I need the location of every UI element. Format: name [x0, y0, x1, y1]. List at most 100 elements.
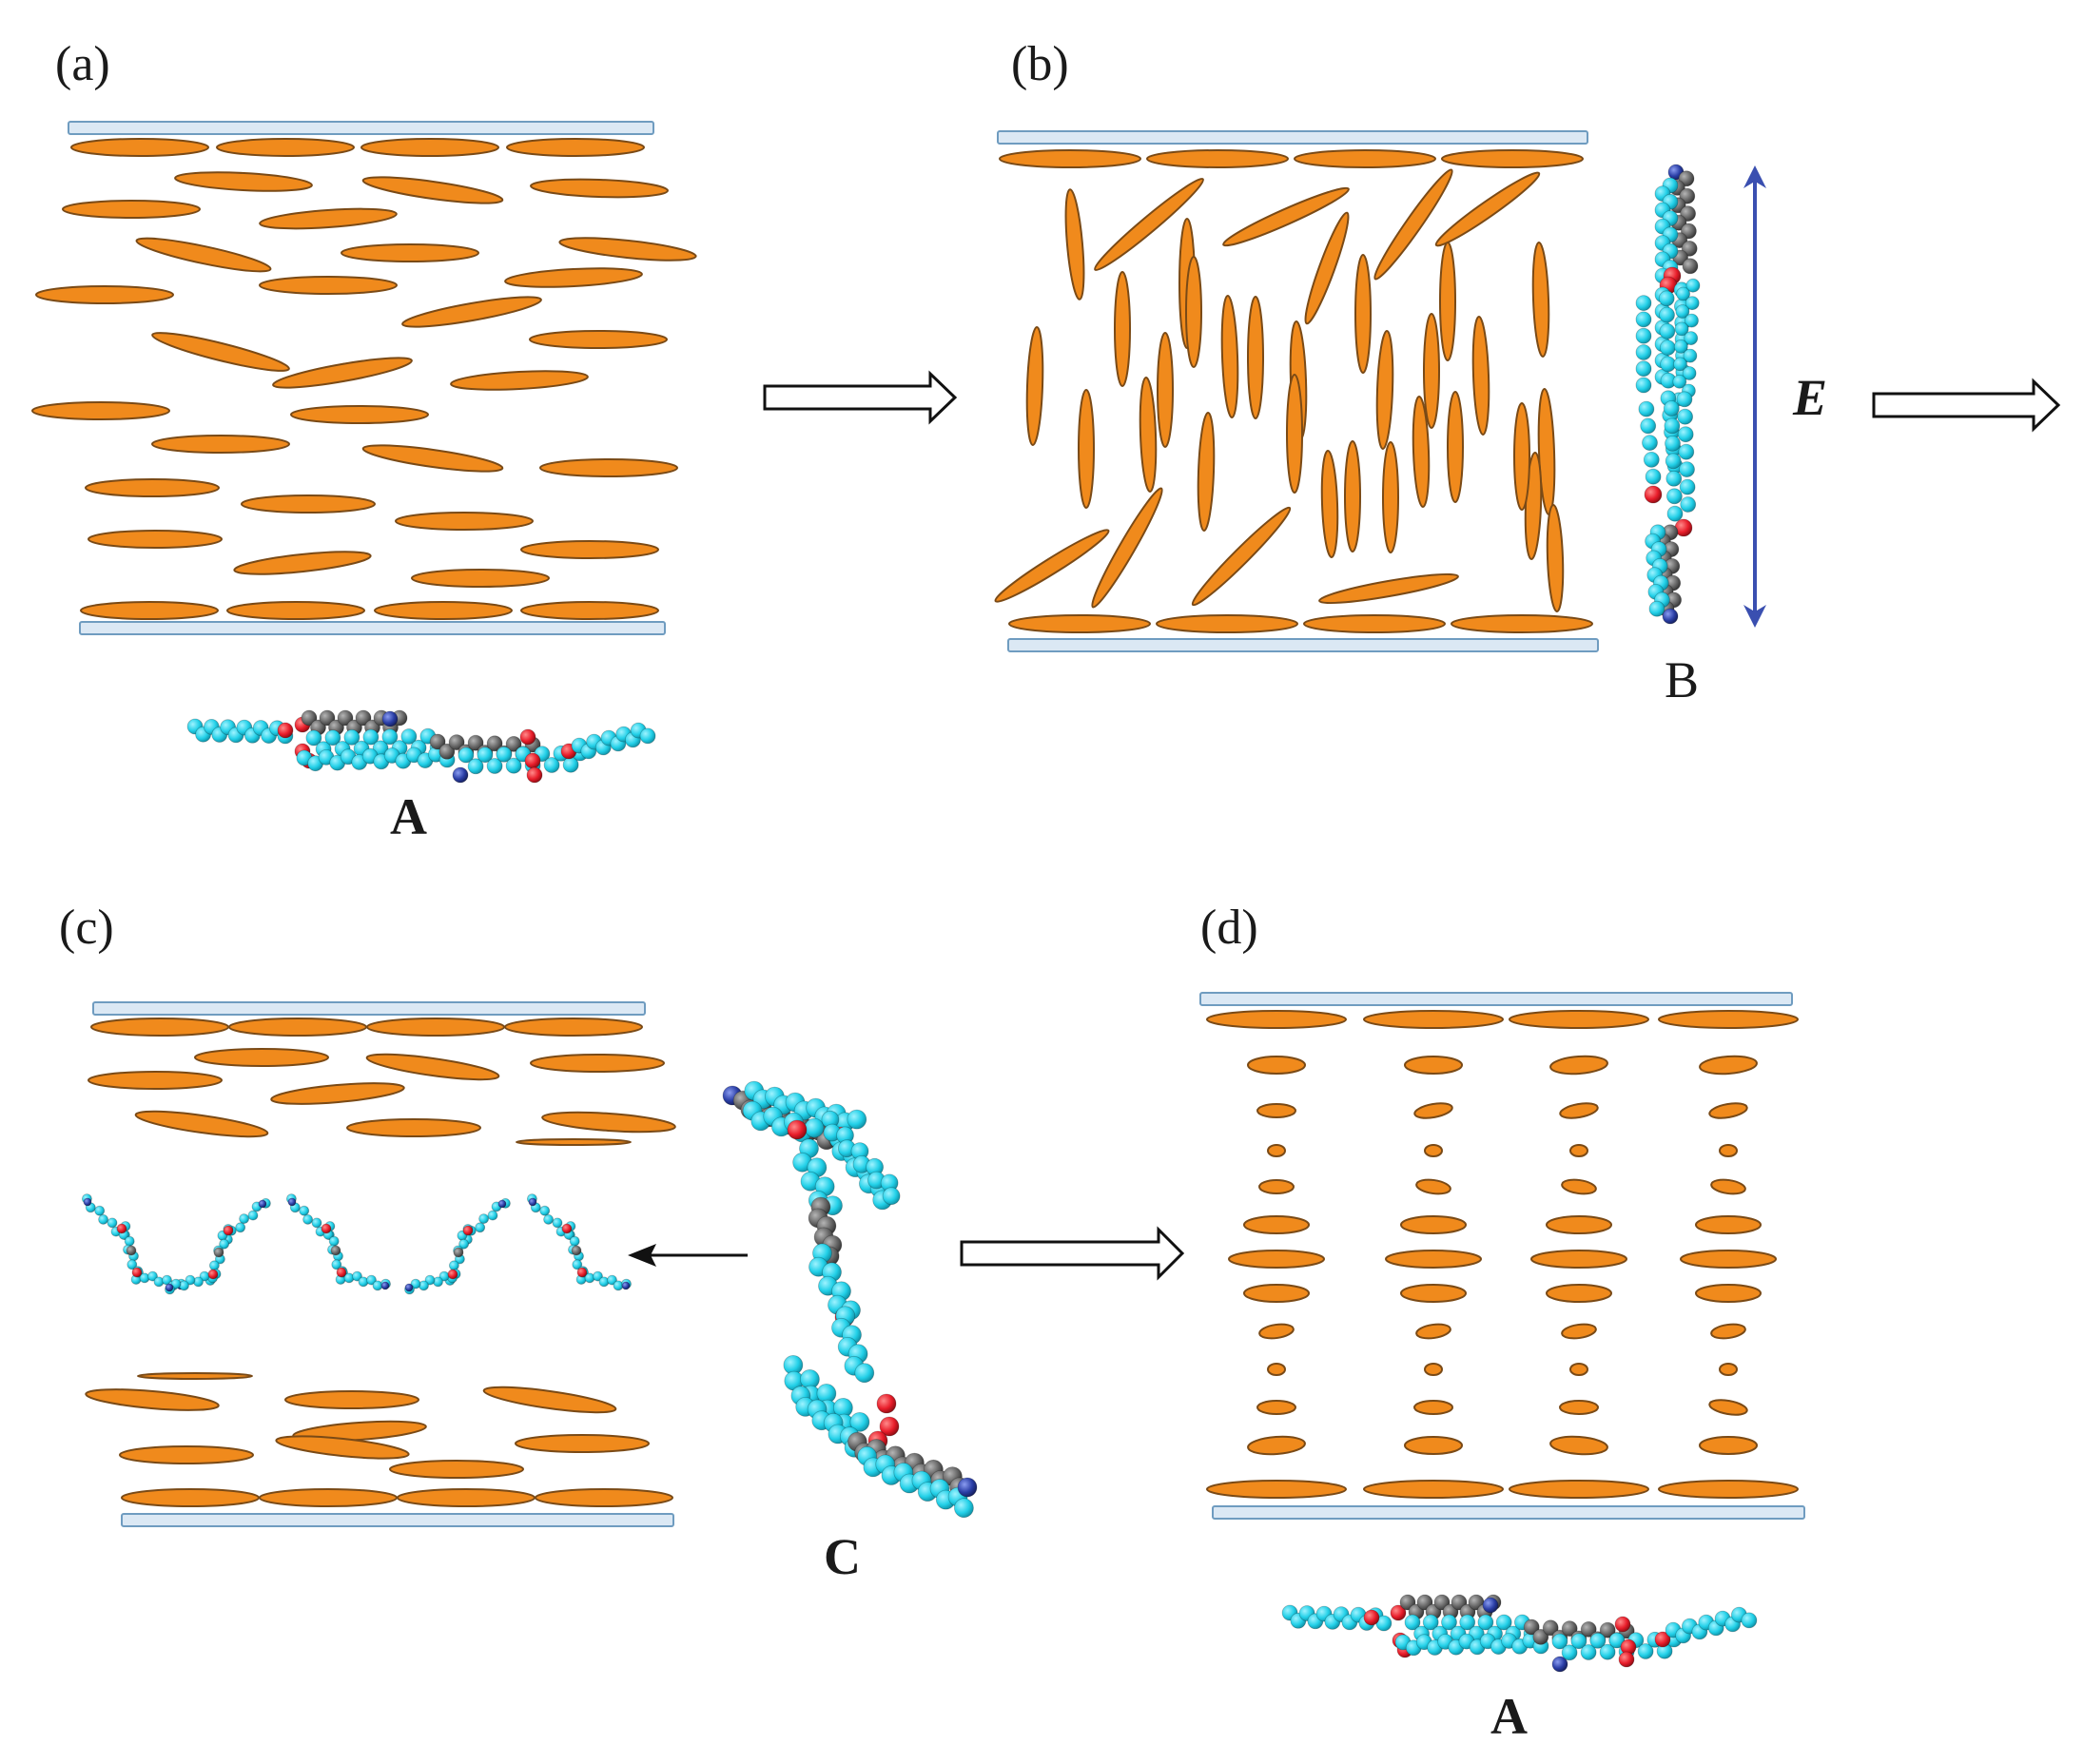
lc-molecule [88, 530, 223, 549]
panel-d [1199, 992, 1805, 1673]
lc-molecule [70, 138, 209, 157]
lc-molecule [516, 1138, 632, 1146]
atom [147, 1270, 158, 1282]
atom [258, 1199, 267, 1209]
atom [239, 1213, 250, 1224]
lc-molecule [134, 1110, 269, 1138]
lc-molecule [1509, 1010, 1649, 1029]
atom [477, 746, 494, 764]
lc-molecule [85, 478, 220, 497]
lc-molecule [1220, 295, 1239, 418]
lc-molecule [1412, 396, 1431, 508]
molecule-c-small [165, 1198, 271, 1295]
lc-molecule [1222, 186, 1350, 247]
atom [621, 1281, 631, 1290]
lc-molecule [1546, 1284, 1612, 1303]
molecule-a [186, 709, 656, 784]
atom [381, 710, 399, 727]
substrate-plate [92, 1001, 646, 1016]
panel-a-label: (a) [55, 37, 110, 91]
atom [1644, 485, 1663, 504]
lc-molecule [1708, 1399, 1748, 1416]
lc-molecule [1008, 614, 1151, 633]
lc-molecule [1471, 316, 1490, 436]
lc-molecule [1139, 377, 1158, 493]
lc-molecule [85, 1388, 220, 1411]
lc-molecule [1680, 1250, 1777, 1269]
atom [1658, 290, 1675, 307]
atom [1570, 1633, 1587, 1650]
lc-molecule [259, 207, 398, 230]
lc-molecule [1286, 374, 1303, 494]
atom [467, 758, 484, 775]
lc-molecule [515, 1434, 650, 1453]
lc-molecule [558, 237, 697, 262]
lc-molecule [174, 171, 313, 192]
substrate-plate [79, 621, 666, 635]
lc-molecule [1258, 1179, 1295, 1194]
lc-molecule [1569, 1144, 1588, 1157]
panel-a [31, 121, 697, 784]
lc-molecule [1258, 1323, 1295, 1340]
lc-molecule [1344, 440, 1361, 552]
lc-molecule [151, 332, 290, 372]
lc-molecule [1363, 1010, 1504, 1029]
atom [1684, 331, 1699, 346]
atom [1643, 451, 1660, 468]
lc-molecule [1695, 1215, 1762, 1234]
atom [543, 757, 560, 773]
molecule-c-small [82, 1193, 186, 1291]
atom [486, 758, 503, 774]
molecule-label-b: B [1665, 651, 1699, 708]
lc-molecule [529, 330, 668, 349]
atom [380, 1281, 390, 1290]
atom [1673, 339, 1688, 354]
lc-molecule [346, 1118, 481, 1137]
atom [301, 709, 318, 727]
lc-molecule [1569, 1363, 1588, 1376]
atom [787, 1119, 808, 1140]
atom [223, 1225, 234, 1236]
lc-molecule [1451, 614, 1593, 633]
lc-molecule [1719, 1363, 1738, 1376]
lc-molecule [1156, 614, 1298, 633]
lc-molecule [194, 1048, 329, 1067]
lc-molecule [1404, 1056, 1463, 1075]
lc-molecule [1228, 1250, 1325, 1269]
atom [528, 1197, 537, 1207]
lc-molecule [1191, 506, 1292, 607]
lc-molecule [411, 569, 550, 588]
atom [1635, 377, 1652, 394]
atom [1672, 374, 1687, 389]
lc-molecule [1400, 1284, 1467, 1303]
atom [1679, 461, 1695, 478]
hollow-right-arrow-icon [1872, 378, 2061, 433]
lc-molecule [1247, 296, 1264, 419]
atom [607, 1274, 617, 1286]
atom [1523, 1619, 1540, 1636]
atom [1659, 306, 1675, 323]
atom [879, 1416, 900, 1437]
molecule-label-d: A [1490, 1688, 1528, 1745]
lc-molecule [1078, 389, 1095, 509]
atom [1665, 435, 1681, 452]
atom [185, 1274, 196, 1286]
atom [497, 1199, 507, 1209]
atom [1683, 348, 1698, 363]
atom [330, 1245, 341, 1256]
atom [1580, 1644, 1597, 1660]
atom [448, 1260, 459, 1271]
lc-molecule [1025, 326, 1044, 446]
atom [1679, 478, 1696, 495]
substrate-plate [68, 121, 654, 135]
lc-molecule [1710, 1323, 1746, 1340]
atom [1580, 1621, 1597, 1638]
atom [1363, 1609, 1380, 1626]
atom [1674, 321, 1689, 337]
lc-molecule [1373, 168, 1453, 281]
molecule-c-small [527, 1193, 632, 1291]
lc-molecule [80, 601, 219, 620]
atom [410, 1278, 421, 1289]
atom [213, 1247, 224, 1258]
lc-molecule [395, 512, 534, 531]
